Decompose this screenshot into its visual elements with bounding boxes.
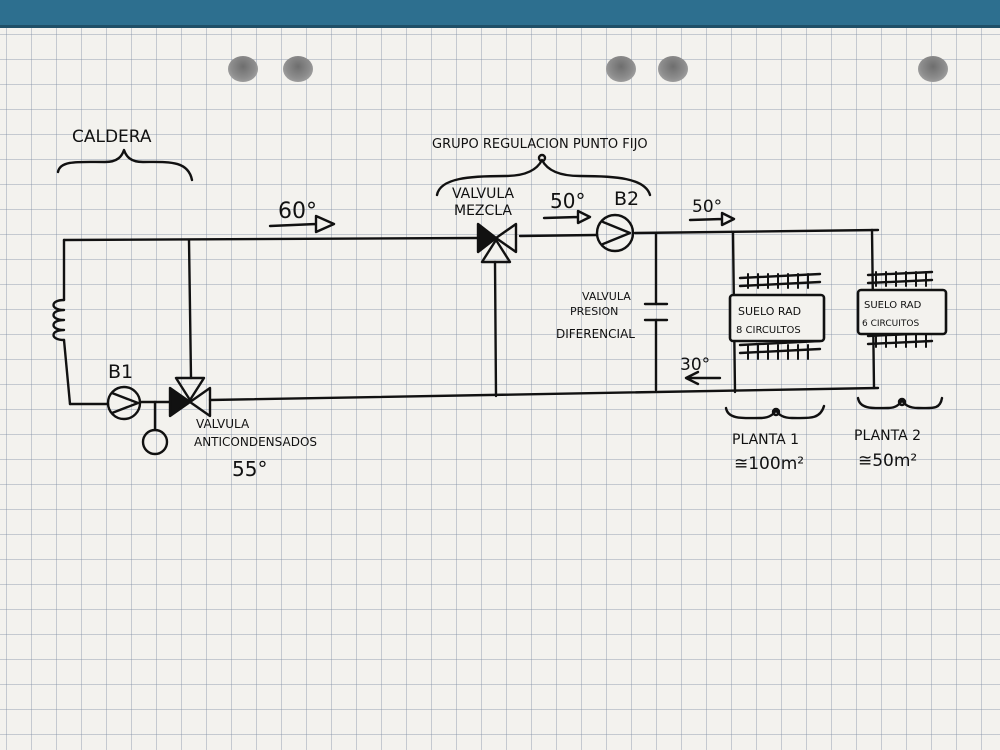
mixing-valve-label-1: VALVULA <box>452 186 514 202</box>
differential-valve-label-2: PRESION <box>570 305 618 318</box>
punch-hole <box>658 56 688 82</box>
planta2-manifold-label-2: 6 CIRCUITOS <box>862 319 919 329</box>
mixing-return-pipe <box>493 260 498 398</box>
grupo-brace-dot <box>537 153 547 163</box>
boiler-left-pipe <box>62 238 72 406</box>
differential-valve-label-1: VALVULA <box>582 290 631 303</box>
anticond-valve-top <box>174 376 206 402</box>
planta2-manifold <box>856 270 948 348</box>
pump-b1-icon <box>106 385 142 421</box>
flow-arrow-50a <box>542 209 592 225</box>
mixed-temp-label: 50° <box>550 189 585 213</box>
anticond-valve-right <box>188 386 212 418</box>
punch-hole <box>606 56 636 82</box>
pump-b1-arrow <box>110 391 140 415</box>
planta2-area: ≅50m² <box>858 451 917 471</box>
flow-arrow-50b <box>688 211 736 227</box>
boiler-bypass-pipe <box>187 238 193 380</box>
pump-b2-icon <box>595 213 635 253</box>
flow-arrow-30 <box>684 370 722 386</box>
planta1-name: PLANTA 1 <box>732 432 799 448</box>
planta1-manifold-label-2: 8 CIRCULTOS <box>736 325 801 336</box>
planta2-name: PLANTA 2 <box>854 428 921 444</box>
mixing-valve-right <box>494 222 518 254</box>
flow-arrow-60 <box>268 214 336 234</box>
notebook-binding-strip <box>0 0 1000 28</box>
pump-b2-label: B2 <box>614 188 639 210</box>
differential-valve-label-3: DIFERENCIAL <box>556 327 635 341</box>
planta1-brace <box>724 404 826 420</box>
grupo-regulacion-label: GRUPO REGULACION PUNTO FIJO <box>432 137 648 152</box>
expansion-vessel-icon <box>141 428 169 456</box>
planta1-brace-dot <box>771 407 781 417</box>
anticond-temp-label: 55° <box>232 457 267 481</box>
mixing-valve-label-2: MEZCLA <box>454 203 512 219</box>
planta1-manifold-label-1: SUELO RAD <box>738 305 801 318</box>
punch-hole <box>283 56 313 82</box>
planta2-brace-dot <box>897 397 907 407</box>
caldera-label: CALDERA <box>72 127 152 147</box>
boiler-coil-icon <box>52 298 66 342</box>
return-temp-label: 30° <box>680 355 710 375</box>
planta2-manifold-label-1: SUELO RAD <box>864 300 922 311</box>
anticond-valve-label-2: ANTICONDENSADOS <box>194 435 317 449</box>
caldera-brace <box>56 148 194 182</box>
differential-valve-icon <box>643 302 669 322</box>
pump-b2-arrow <box>601 220 632 246</box>
punch-hole <box>228 56 258 82</box>
planta1-area: ≅100m² <box>734 454 804 474</box>
pump-b1-label: B1 <box>108 361 133 383</box>
supply-temp-label: 60° <box>278 199 317 224</box>
supply-pipe <box>62 228 880 242</box>
anticond-valve-label-1: VALVULA <box>196 417 250 431</box>
punch-hole <box>918 56 948 82</box>
planta1-manifold <box>728 272 826 360</box>
mixing-valve-left <box>476 222 498 254</box>
anticond-valve-left <box>168 386 192 418</box>
outlet-temp-label: 50° <box>692 197 722 217</box>
mixing-valve-bottom <box>480 238 512 264</box>
